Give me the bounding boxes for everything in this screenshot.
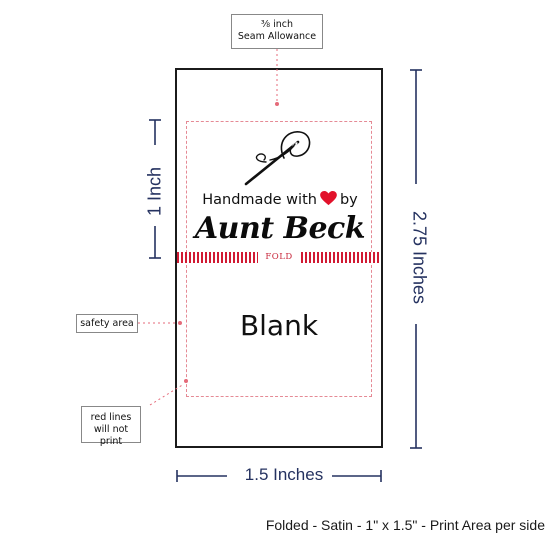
fold-height-dimension-label: 1 Inch (144, 166, 165, 217)
handmade-text-before: Handmade with (202, 192, 317, 208)
redlines-leader-dot (184, 379, 188, 383)
red-lines-line2: will not print (93, 424, 129, 447)
safety-area-callout: safety area (76, 314, 138, 333)
handmade-line: Handmade with by (182, 191, 378, 208)
footer-caption: Folded - Satin - 1" x 1.5" - Print Area … (265, 517, 545, 533)
brand-name: Aunt Beck (194, 211, 366, 246)
seam-allowance-measure: ⅜ inch (260, 19, 294, 30)
height-dimension-label: 2.75 Inches (409, 210, 430, 305)
fold-label: FOLD (258, 251, 300, 264)
red-lines-callout: red lines will not print (81, 406, 141, 447)
safety-leader-dot (178, 321, 182, 325)
seam-allowance-callout: ⅜ inch Seam Allowance (231, 14, 323, 49)
red-lines-line1: red lines (90, 412, 132, 423)
heart-icon (320, 191, 337, 206)
seam-allowance-label: Seam Allowance (237, 31, 317, 42)
handmade-text-after: by (339, 192, 358, 208)
seam-leader-dot (275, 102, 279, 106)
width-dimension-marker (176, 470, 382, 482)
height-dimension-marker (410, 69, 422, 449)
fold-height-dimension-marker (149, 119, 161, 259)
blank-side-text: Blank (239, 309, 319, 342)
needle-thread-icon (244, 131, 311, 186)
width-dimension-label: 1.5 Inches (244, 465, 324, 484)
redlines-leader-line (149, 383, 185, 406)
